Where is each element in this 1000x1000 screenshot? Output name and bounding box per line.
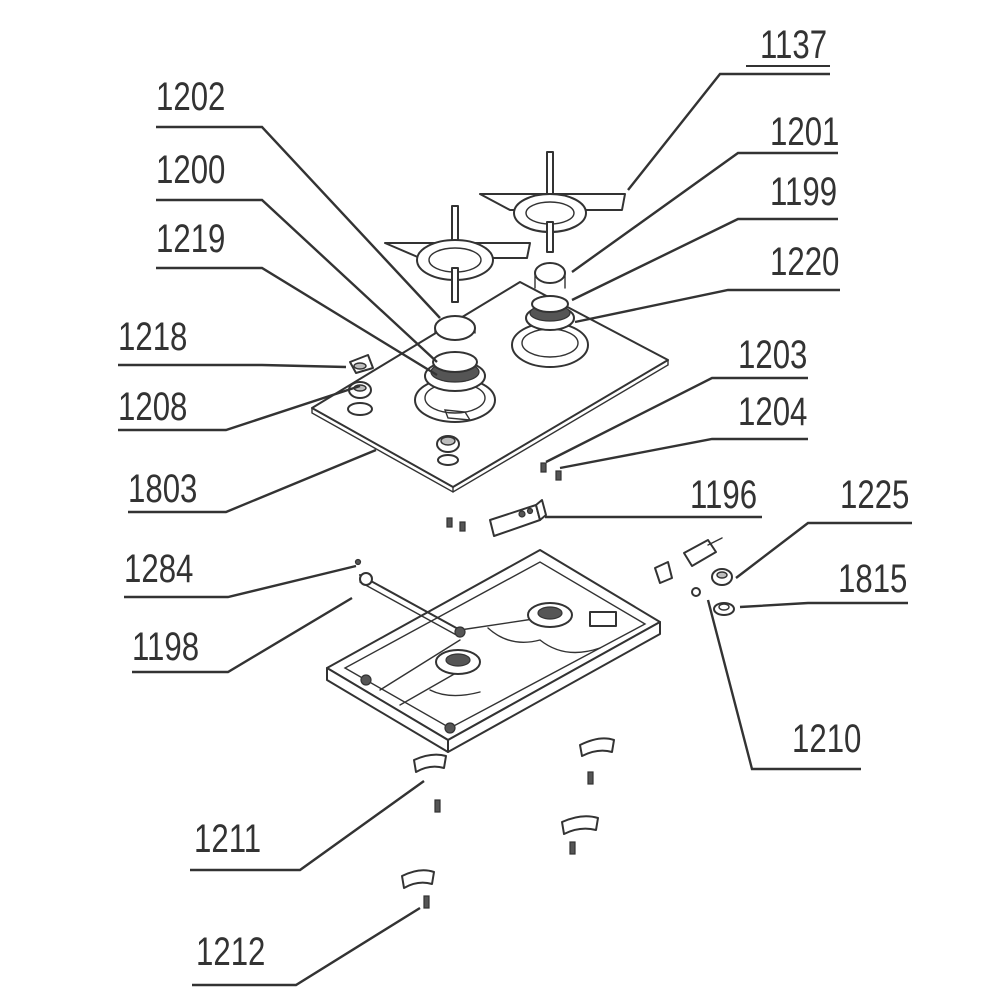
callout-1211: 1211 [194,816,261,861]
callout-1208: 1208 [118,384,187,429]
callout-1198: 1198 [132,624,199,669]
fixing-screws-pair [446,462,562,532]
callout-labels: 1137 1202 1201 1200 1199 1219 1220 1218 … [118,22,909,974]
callout-leader-lines [118,72,912,987]
ignition-module [489,499,547,537]
right-pan-support [479,151,626,253]
callout-1204: 1204 [738,389,807,434]
callout-1219: 1219 [156,216,225,261]
callout-1803: 1803 [128,466,197,511]
hob-exploded-view [311,151,735,909]
callout-1220: 1220 [770,239,839,284]
callout-1137: 1137 [760,22,827,67]
callout-1200: 1200 [156,147,225,192]
left-pan-support [384,205,531,303]
auxiliary-burner-seat [347,381,460,466]
callout-1218: 1218 [118,314,187,359]
callout-1225: 1225 [840,472,909,517]
left-burner-cup [414,315,496,423]
callout-1203: 1203 [738,332,807,377]
callout-1210: 1210 [792,716,861,761]
callout-1199: 1199 [770,169,837,214]
right-burner-cup [511,262,589,368]
fixing-clamps [401,737,615,909]
bottom-casing-tray [326,549,661,753]
callout-1201: 1201 [770,109,839,154]
callout-1202: 1202 [156,74,225,119]
control-knob [349,354,374,374]
callout-1212: 1212 [196,929,265,974]
gas-connection-parts [654,537,735,616]
callout-1196: 1196 [690,472,757,517]
callout-1284: 1284 [124,546,193,591]
callout-1815: 1815 [838,556,907,601]
